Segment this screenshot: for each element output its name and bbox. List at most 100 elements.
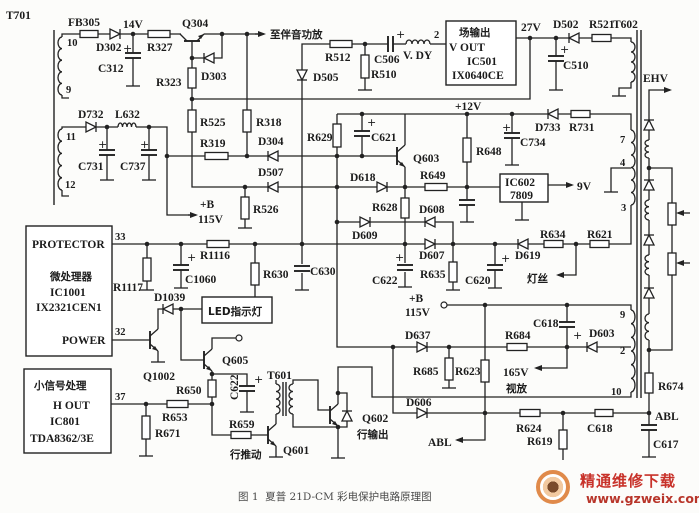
ic501-pin-name: V OUT bbox=[449, 42, 485, 54]
q304-transistor bbox=[179, 33, 205, 42]
polarity-plus: + bbox=[98, 138, 107, 151]
r510-label: R510 bbox=[371, 69, 397, 81]
ehv-coil-3 bbox=[644, 254, 650, 276]
l632-inductor bbox=[117, 122, 137, 128]
polarity-plus: + bbox=[123, 42, 132, 55]
t701-winding-11-12 bbox=[57, 128, 63, 191]
ic1001-box bbox=[25, 225, 113, 357]
polarity-plus: + bbox=[501, 252, 510, 265]
c510-label: C510 bbox=[563, 60, 589, 72]
r510-resistor bbox=[360, 54, 370, 79]
t601-primary bbox=[275, 383, 281, 415]
vdy-label: V. DY bbox=[403, 50, 433, 62]
c731-label: C731 bbox=[78, 161, 104, 173]
ic801-pin-name: H OUT bbox=[53, 400, 90, 412]
t701-pin-10: 10 bbox=[67, 38, 78, 49]
fb305-ferrite-bead bbox=[79, 29, 99, 39]
ic501-title: 场输出 bbox=[459, 26, 491, 39]
ic602-ref: IC602 bbox=[505, 177, 535, 189]
wire bbox=[610, 167, 631, 192]
c622-capacitor-upper bbox=[397, 264, 413, 271]
c618-lower-label: C618 bbox=[587, 423, 613, 435]
wire bbox=[211, 337, 236, 349]
c617-capacitor bbox=[641, 424, 657, 431]
r521-resistor bbox=[591, 33, 612, 43]
polarity-plus: + bbox=[140, 138, 149, 151]
ehv-coil-1 bbox=[644, 139, 650, 159]
r623-resistor bbox=[480, 359, 490, 383]
polarity-plus: + bbox=[396, 28, 405, 41]
r684-resistor bbox=[506, 342, 528, 352]
r319-label: R319 bbox=[200, 138, 226, 150]
d618-label: D618 bbox=[350, 172, 376, 184]
d619-label: D619 bbox=[515, 250, 541, 262]
h-drive-label: 行推动 bbox=[229, 448, 262, 461]
c630-capacitor bbox=[294, 265, 310, 272]
ehv-label: EHV bbox=[643, 73, 669, 85]
net-27v-label: 27V bbox=[521, 22, 542, 34]
junction-dot bbox=[359, 153, 365, 159]
r634-label: R634 bbox=[540, 229, 566, 241]
ehv-diode-2 bbox=[642, 178, 656, 191]
wire bbox=[292, 414, 338, 428]
junction-dot bbox=[464, 184, 470, 190]
r653-resistor bbox=[166, 399, 189, 409]
bplus-input-label: +B bbox=[409, 293, 424, 305]
d607-label: D607 bbox=[419, 250, 445, 262]
abl-left-arrow bbox=[455, 437, 466, 443]
c630-label: C630 bbox=[310, 266, 336, 278]
r635-label: R635 bbox=[420, 269, 446, 281]
abl-right-label: ABL bbox=[655, 411, 679, 423]
q605-collector-terminal bbox=[235, 334, 243, 342]
d303-label: D303 bbox=[201, 71, 227, 83]
q603-transistor bbox=[396, 144, 406, 168]
h-output-label: 行输出 bbox=[356, 428, 389, 441]
d606-diode bbox=[416, 406, 429, 420]
junction-dot bbox=[527, 35, 533, 41]
d507-label: D507 bbox=[258, 167, 284, 179]
d608-label: D608 bbox=[419, 204, 445, 216]
r685-resistor bbox=[444, 357, 454, 381]
r1116-label: R1116 bbox=[200, 250, 230, 262]
r635-resistor bbox=[448, 261, 458, 283]
d609-label: D609 bbox=[352, 230, 378, 242]
ic602-part: 7809 bbox=[510, 190, 533, 202]
r323-resistor bbox=[187, 67, 197, 89]
q602-label: Q602 bbox=[362, 413, 388, 425]
d603-label: D603 bbox=[589, 328, 615, 340]
r1116-resistor bbox=[206, 239, 230, 249]
polarity-plus: + bbox=[395, 251, 404, 264]
c1060-capacitor bbox=[173, 264, 189, 271]
wire bbox=[338, 392, 348, 428]
screen-potentiometer bbox=[667, 252, 677, 276]
d733-diode bbox=[546, 107, 559, 121]
junction-dot bbox=[244, 153, 250, 159]
ehv-coil-2 bbox=[644, 199, 650, 221]
r628-resistor bbox=[400, 197, 410, 219]
ic801-title: 小信号处理 bbox=[33, 379, 87, 392]
ehv-diode-4 bbox=[642, 286, 656, 299]
wire bbox=[61, 126, 86, 129]
r621-resistor bbox=[589, 239, 610, 249]
r619-resistor bbox=[558, 429, 568, 450]
c622-lower-label: C622 bbox=[229, 374, 241, 400]
t602-pin-9: 9 bbox=[620, 310, 625, 321]
t602-label: T602 bbox=[613, 19, 638, 31]
q601-transistor bbox=[267, 423, 277, 447]
wire bbox=[112, 205, 632, 245]
net-165v-label: 165V bbox=[503, 367, 529, 379]
r649-label: R649 bbox=[420, 170, 446, 182]
ehv-diode-3 bbox=[642, 233, 656, 246]
r630-label: R630 bbox=[263, 269, 289, 281]
polarity-plus: + bbox=[560, 43, 569, 56]
ic602-box bbox=[499, 173, 549, 203]
r621-label: R621 bbox=[587, 229, 613, 241]
r731-label: R731 bbox=[569, 122, 595, 134]
t701-pin-12: 12 bbox=[65, 180, 76, 191]
r629-label: R629 bbox=[307, 132, 333, 144]
ic801-box bbox=[23, 368, 112, 454]
t701-pin-9: 9 bbox=[66, 85, 71, 96]
t701-label: T701 bbox=[6, 10, 31, 22]
junction-dot bbox=[482, 410, 488, 416]
r671-label: R671 bbox=[155, 428, 181, 440]
